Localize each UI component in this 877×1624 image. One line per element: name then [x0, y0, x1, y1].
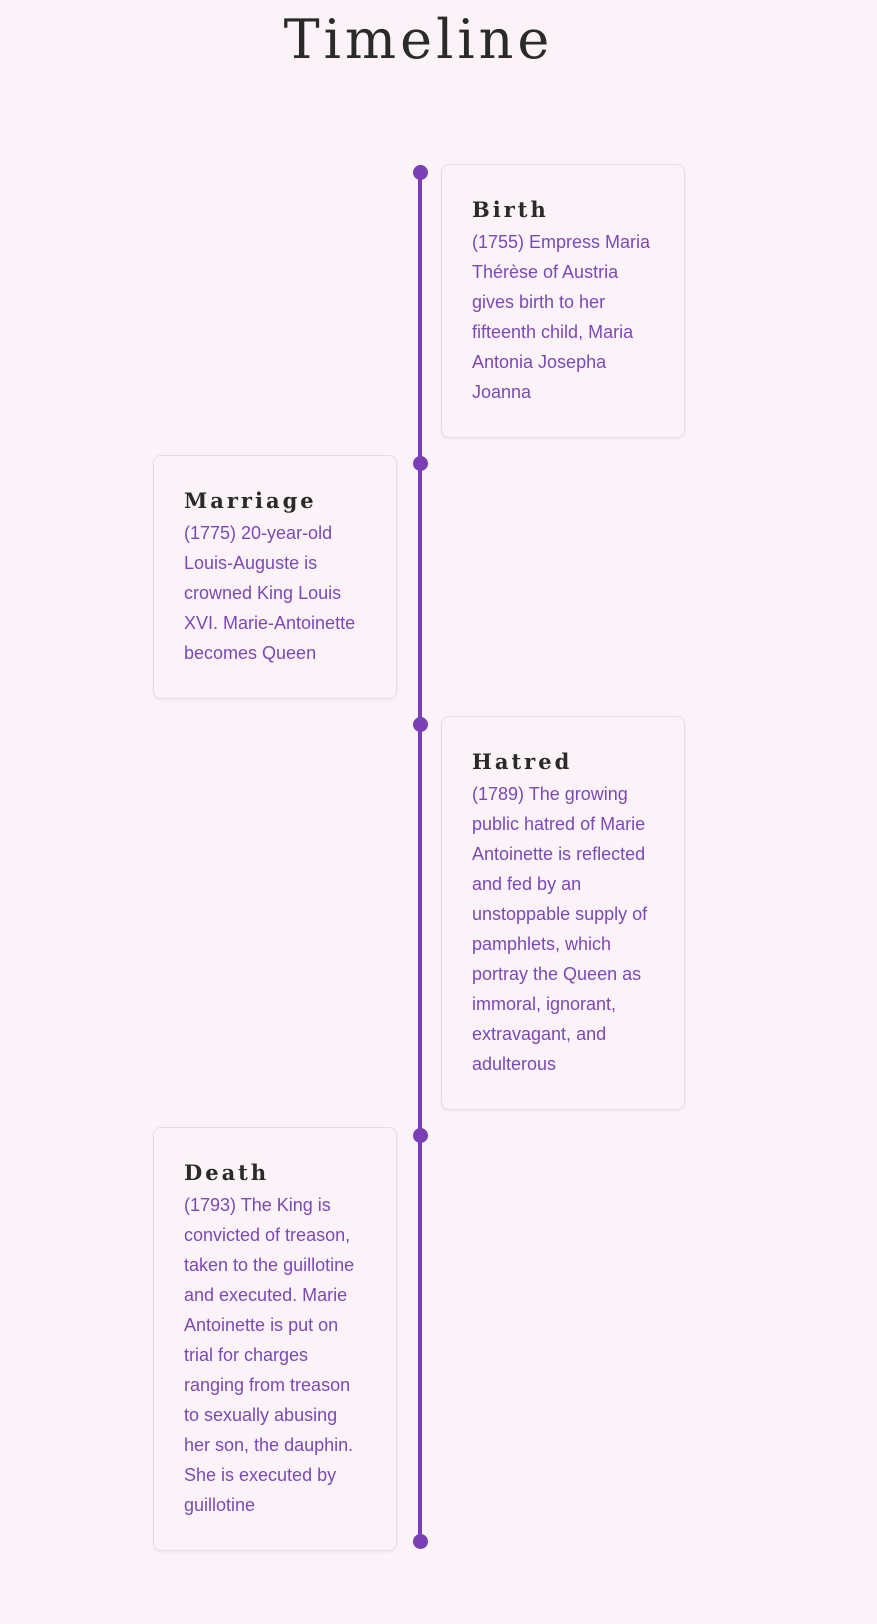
card-text: (1775) 20-year-old Louis-Auguste is crow… [184, 523, 356, 663]
timeline-card-birth: Birth (1755) Empress Maria Thérèse of Au… [441, 164, 685, 438]
card-text: (1793) The King is convicted of treason,… [184, 1195, 355, 1515]
card-title: Marriage [184, 488, 317, 513]
timeline-line [418, 172, 422, 1542]
timeline-card-death: Death (1793) The King is convicted of tr… [153, 1127, 397, 1551]
timeline-dot [413, 717, 428, 732]
timeline-dot [413, 165, 428, 180]
card-title: Birth [472, 197, 549, 222]
timeline-end-dot [413, 1534, 428, 1549]
timeline-dot [413, 1128, 428, 1143]
timeline-card-hatred: Hatred (1789) The growing public hatred … [441, 716, 685, 1110]
card-text: (1755) Empress Maria Thérèse of Austria … [472, 232, 651, 402]
card-text: (1789) The growing public hatred of Mari… [472, 784, 648, 1074]
card-title: Death [184, 1160, 270, 1185]
timeline-dot [413, 456, 428, 471]
page-title: Timeline [283, 8, 554, 71]
card-title: Hatred [472, 749, 573, 774]
timeline-card-marriage: Marriage (1775) 20-year-old Louis-August… [153, 455, 397, 699]
